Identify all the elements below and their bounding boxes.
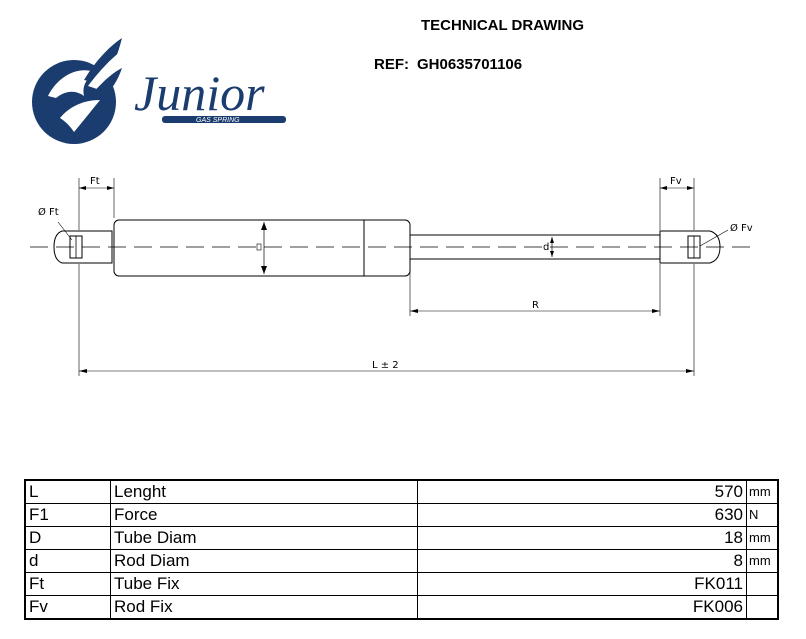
ref-value: GH0635701106 xyxy=(417,56,523,73)
spec-code: F1 xyxy=(24,503,111,527)
spec-unit: mm xyxy=(746,549,779,573)
rod-fix-diam-label: Ø Fv xyxy=(730,222,753,234)
spec-code: L xyxy=(24,479,111,504)
spec-unit xyxy=(746,595,779,620)
spec-value: 630 xyxy=(417,503,747,527)
table-row: D Tube Diam 18 mm xyxy=(24,526,779,550)
spec-value: FK011 xyxy=(417,572,747,596)
spec-unit xyxy=(746,572,779,596)
spec-code: Fv xyxy=(24,595,111,620)
tube-fix-label: Ft xyxy=(90,176,100,187)
spec-label: Force xyxy=(110,503,418,527)
spec-unit: mm xyxy=(746,526,779,550)
spec-table: L Lenght 570 mm F1 Force 630 N D Tube Di… xyxy=(24,479,779,620)
table-row: L Lenght 570 mm xyxy=(24,479,779,504)
brand-tagline: GAS SPRING xyxy=(196,117,240,124)
spec-unit: mm xyxy=(746,479,779,504)
tube-fix-diam-label: Ø Ft xyxy=(38,206,59,218)
spec-value: 8 xyxy=(417,549,747,573)
spec-code: Ft xyxy=(24,572,111,596)
length-label: L ± 2 xyxy=(372,360,399,371)
spec-code: D xyxy=(24,526,111,550)
stroke-label: R xyxy=(532,300,539,311)
tube-end-fitting xyxy=(53,230,113,264)
junior-logo: Junior GAS SPRING xyxy=(32,38,286,144)
table-row: Ft Tube Fix FK011 xyxy=(24,572,779,596)
gas-spring-drawing: d Ft Ø Ft Fv Ø Fv R L ± 2 xyxy=(30,176,753,376)
spec-label: Lenght xyxy=(110,479,418,504)
table-row: F1 Force 630 N xyxy=(24,503,779,527)
table-row: Fv Rod Fix FK006 xyxy=(24,595,779,620)
spec-unit: N xyxy=(746,503,779,527)
rod-diam-label: d xyxy=(543,242,549,253)
spec-label: Tube Diam xyxy=(110,526,418,550)
rod-end-fitting xyxy=(659,230,721,264)
eagle-emblem-icon xyxy=(32,38,122,144)
page-title: TECHNICAL DRAWING xyxy=(421,17,585,34)
rod-fix-label: Fv xyxy=(670,176,682,187)
reference-line: REF: GH0635701106 xyxy=(374,56,522,73)
spec-value: 18 xyxy=(417,526,747,550)
spec-label: Tube Fix xyxy=(110,572,418,596)
spec-code: d xyxy=(24,549,111,573)
spec-value: FK006 xyxy=(417,595,747,620)
table-row: d Rod Diam 8 mm xyxy=(24,549,779,573)
spec-label: Rod Diam xyxy=(110,549,418,573)
brand-name: Junior xyxy=(134,65,265,121)
spec-label: Rod Fix xyxy=(110,595,418,620)
ref-label: REF: xyxy=(374,56,409,73)
spec-value: 570 xyxy=(417,479,747,504)
